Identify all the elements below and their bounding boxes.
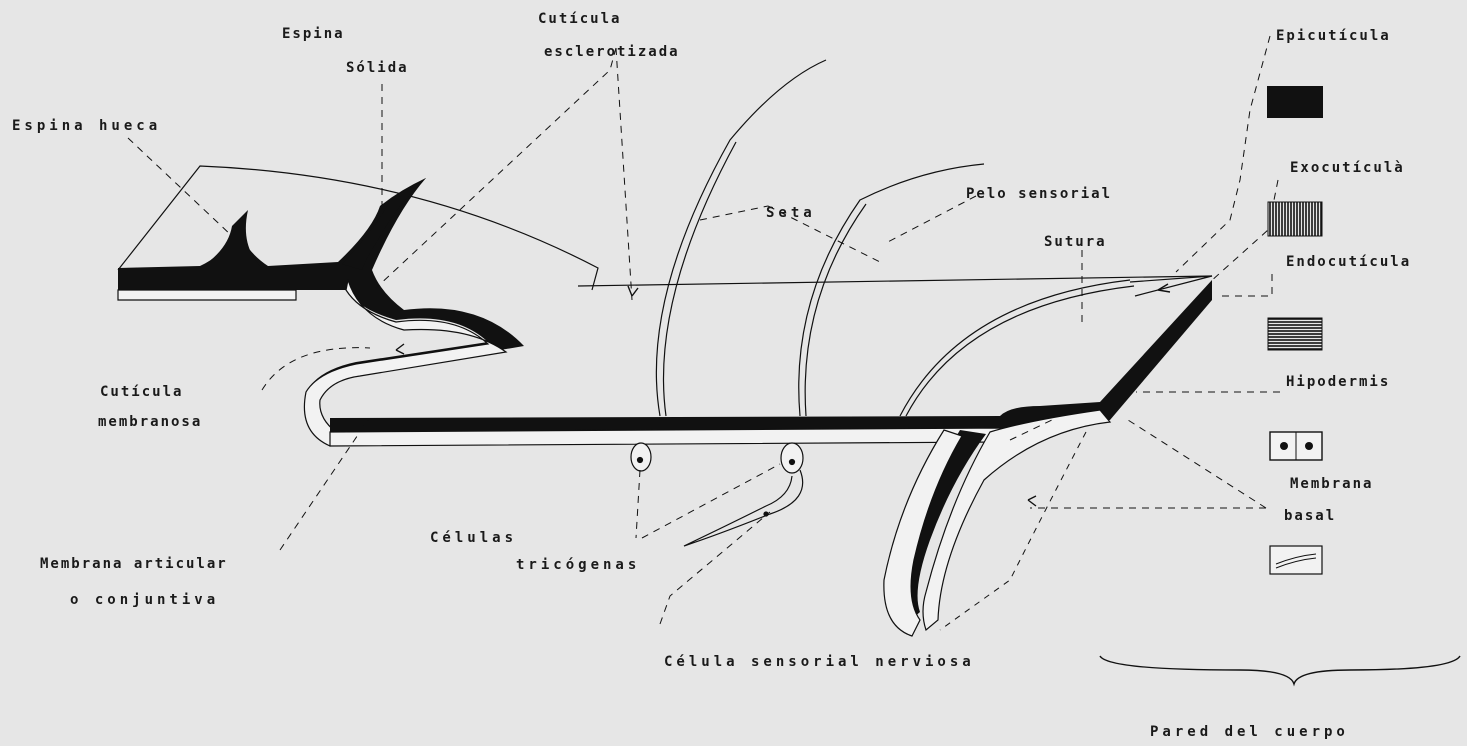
label-seta: Seta xyxy=(766,205,816,221)
label-espina-solida-2: Sólida xyxy=(346,60,409,76)
seta-middle xyxy=(799,164,984,416)
label-membrana-articular-2: o conjuntiva xyxy=(70,592,219,608)
spine-hollow xyxy=(200,210,262,268)
label-cuticula-membranosa: Cutícula xyxy=(100,384,183,400)
legend-label-exocuticula: Exocutículà xyxy=(1290,160,1405,176)
seta-left xyxy=(656,60,826,416)
right-surface-plane xyxy=(578,276,1212,286)
legend-label-hipodermis: Hipodermis xyxy=(1286,374,1390,390)
label-cuticula-esclerotizada-2: esclerotizada xyxy=(544,44,680,60)
label-celula-sensorial: Célula sensorial nerviosa xyxy=(664,654,975,670)
cuticle-band-left xyxy=(118,178,524,446)
trichogen-cell-middle xyxy=(781,443,803,473)
swatch-exocuticula xyxy=(1268,202,1322,236)
swatch-endocuticula xyxy=(1268,318,1322,350)
label-celulas-tricogenas: Células xyxy=(430,530,517,546)
legend-label-membrana: Membrana xyxy=(1290,476,1373,492)
label-pelo-sensorial: Pelo sensorial xyxy=(966,186,1112,202)
label-membrana-articular: Membrana articular xyxy=(40,556,228,572)
body-wall-brace xyxy=(1100,656,1460,684)
sensory-nerve-cell xyxy=(684,470,803,546)
label-cuticula-esclerotizada: Cutícula xyxy=(538,11,621,27)
arrow-markers xyxy=(396,284,1170,506)
legend-label-epicuticula: Epicutícula xyxy=(1276,28,1391,44)
pelo-sensorial-hair xyxy=(900,280,1130,416)
label-sutura: Sutura xyxy=(1044,234,1107,250)
label-pared-del-cuerpo: Pared del cuerpo xyxy=(1150,724,1349,740)
cuticle-left-segment xyxy=(118,178,524,446)
apodeme-invagination xyxy=(884,410,1110,636)
label-cuticula-membranosa-2: membranosa xyxy=(98,414,202,430)
legend-label-endocuticula: Endocutícula xyxy=(1286,254,1411,270)
arrow-icon xyxy=(628,286,638,296)
label-espina-solida: Espina xyxy=(282,26,345,42)
swatch-membrana-basal xyxy=(1270,546,1322,574)
hypodermis-left xyxy=(118,290,296,300)
swatch-hipodermis xyxy=(1270,432,1322,460)
legend-label-basal: basal xyxy=(1284,508,1336,524)
trichogen-cell-left xyxy=(631,443,651,471)
arrow-icon xyxy=(1028,496,1036,506)
swatch-epicuticula xyxy=(1267,86,1323,118)
arrow-icon xyxy=(396,344,404,354)
sutura-plate-outline xyxy=(1130,276,1212,296)
setae xyxy=(631,60,1134,546)
label-celulas-tricogenas-2: tricógenas xyxy=(516,557,640,573)
label-espina-hueca: Espina hueca xyxy=(12,118,161,134)
